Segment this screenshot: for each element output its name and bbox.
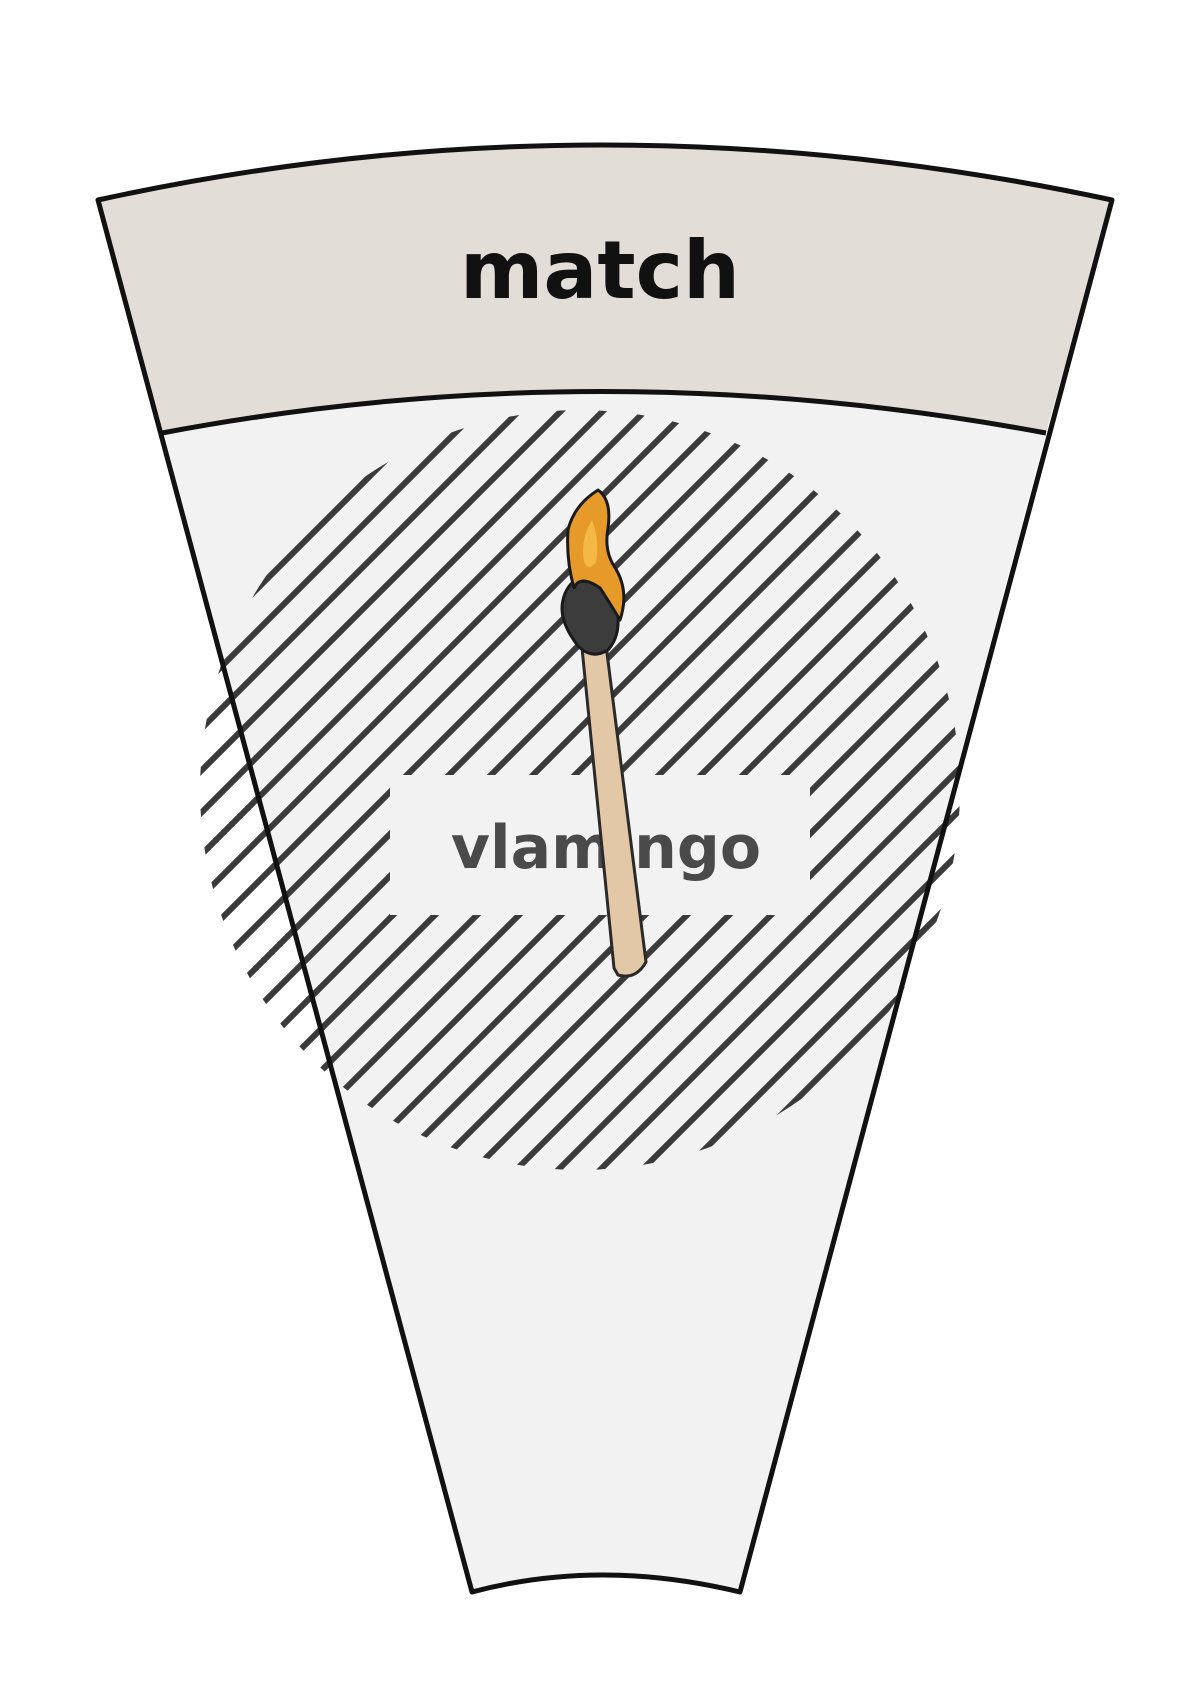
hatch-stripe xyxy=(559,410,960,1170)
header-divider xyxy=(161,389,1047,436)
card-word: match xyxy=(460,224,740,317)
card-header xyxy=(98,145,1112,433)
hatch-stripe xyxy=(1108,400,1200,1250)
hatch-stripe xyxy=(1066,400,1200,1250)
hatch-stripe xyxy=(1192,400,1200,1250)
hatch-stripe xyxy=(0,400,152,1250)
match-stick xyxy=(580,643,648,978)
hatch-stripe xyxy=(200,410,533,1170)
card-outline xyxy=(95,142,1115,1595)
match-flame-core xyxy=(583,520,598,567)
hatch-stripe xyxy=(200,410,659,1170)
hatch-stripe xyxy=(200,410,617,1170)
hatch-stripe xyxy=(391,410,960,1170)
hatch-stripe xyxy=(1024,400,1200,1250)
hatch-stripe xyxy=(200,410,575,1170)
hatch-stripe xyxy=(0,400,110,1250)
hatch-stripe xyxy=(475,410,960,1170)
hatch-stripe xyxy=(200,410,491,1170)
hatch-stripe xyxy=(200,410,701,1170)
hatch-stripe xyxy=(433,410,960,1170)
hatch-stripe xyxy=(0,400,194,1250)
match-icon xyxy=(560,488,648,978)
hatch-stripe xyxy=(200,410,449,1170)
hatch-stripe xyxy=(200,410,785,1170)
hatch-stripe xyxy=(601,410,960,1170)
hatch-stripe xyxy=(1150,400,1200,1250)
